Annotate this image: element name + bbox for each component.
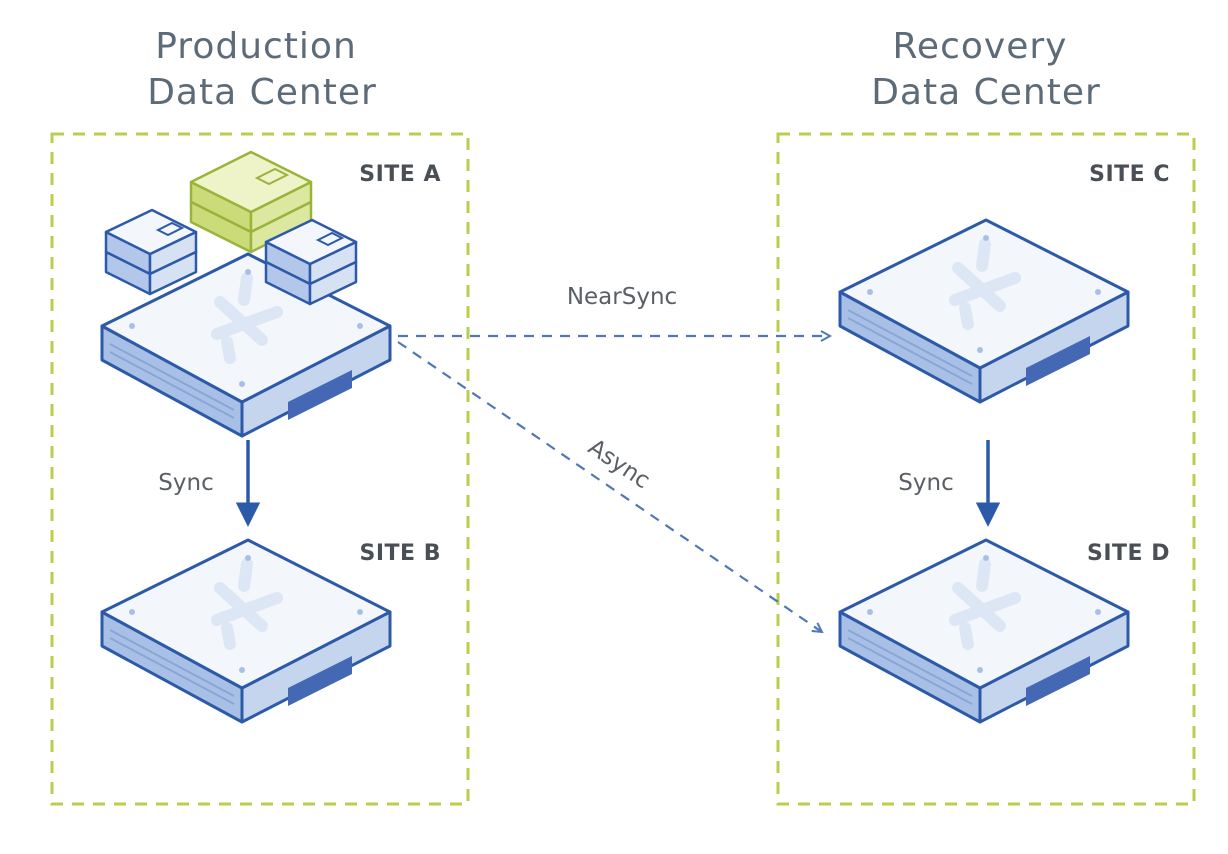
production-sync-label: Sync: [158, 470, 213, 496]
production-dc-zone: [50, 132, 470, 806]
site-b-node: [102, 540, 390, 722]
recovery-dc-title: Recovery: [893, 26, 1068, 67]
nearsync-label: NearSync: [567, 284, 677, 310]
production-dc-title: Production: [155, 26, 357, 67]
async-link: [397, 341, 822, 632]
recovery-sync-label: Sync: [898, 470, 953, 496]
recovery-dc-subtitle: Data Center: [871, 72, 1101, 113]
site-a-small-box-left: [104, 208, 198, 296]
production-dc-subtitle: Data Center: [147, 72, 377, 113]
site-b-label: SITE B: [360, 541, 442, 566]
recovery-dc-zone: [776, 132, 1196, 806]
site-c-label: SITE C: [1089, 162, 1170, 187]
site-c-node: [840, 220, 1128, 402]
site-d-node: [840, 540, 1128, 722]
site-a-node: [102, 150, 390, 436]
site-a-label: SITE A: [359, 162, 441, 187]
site-d-label: SITE D: [1087, 541, 1170, 566]
async-label: Async: [583, 434, 654, 494]
